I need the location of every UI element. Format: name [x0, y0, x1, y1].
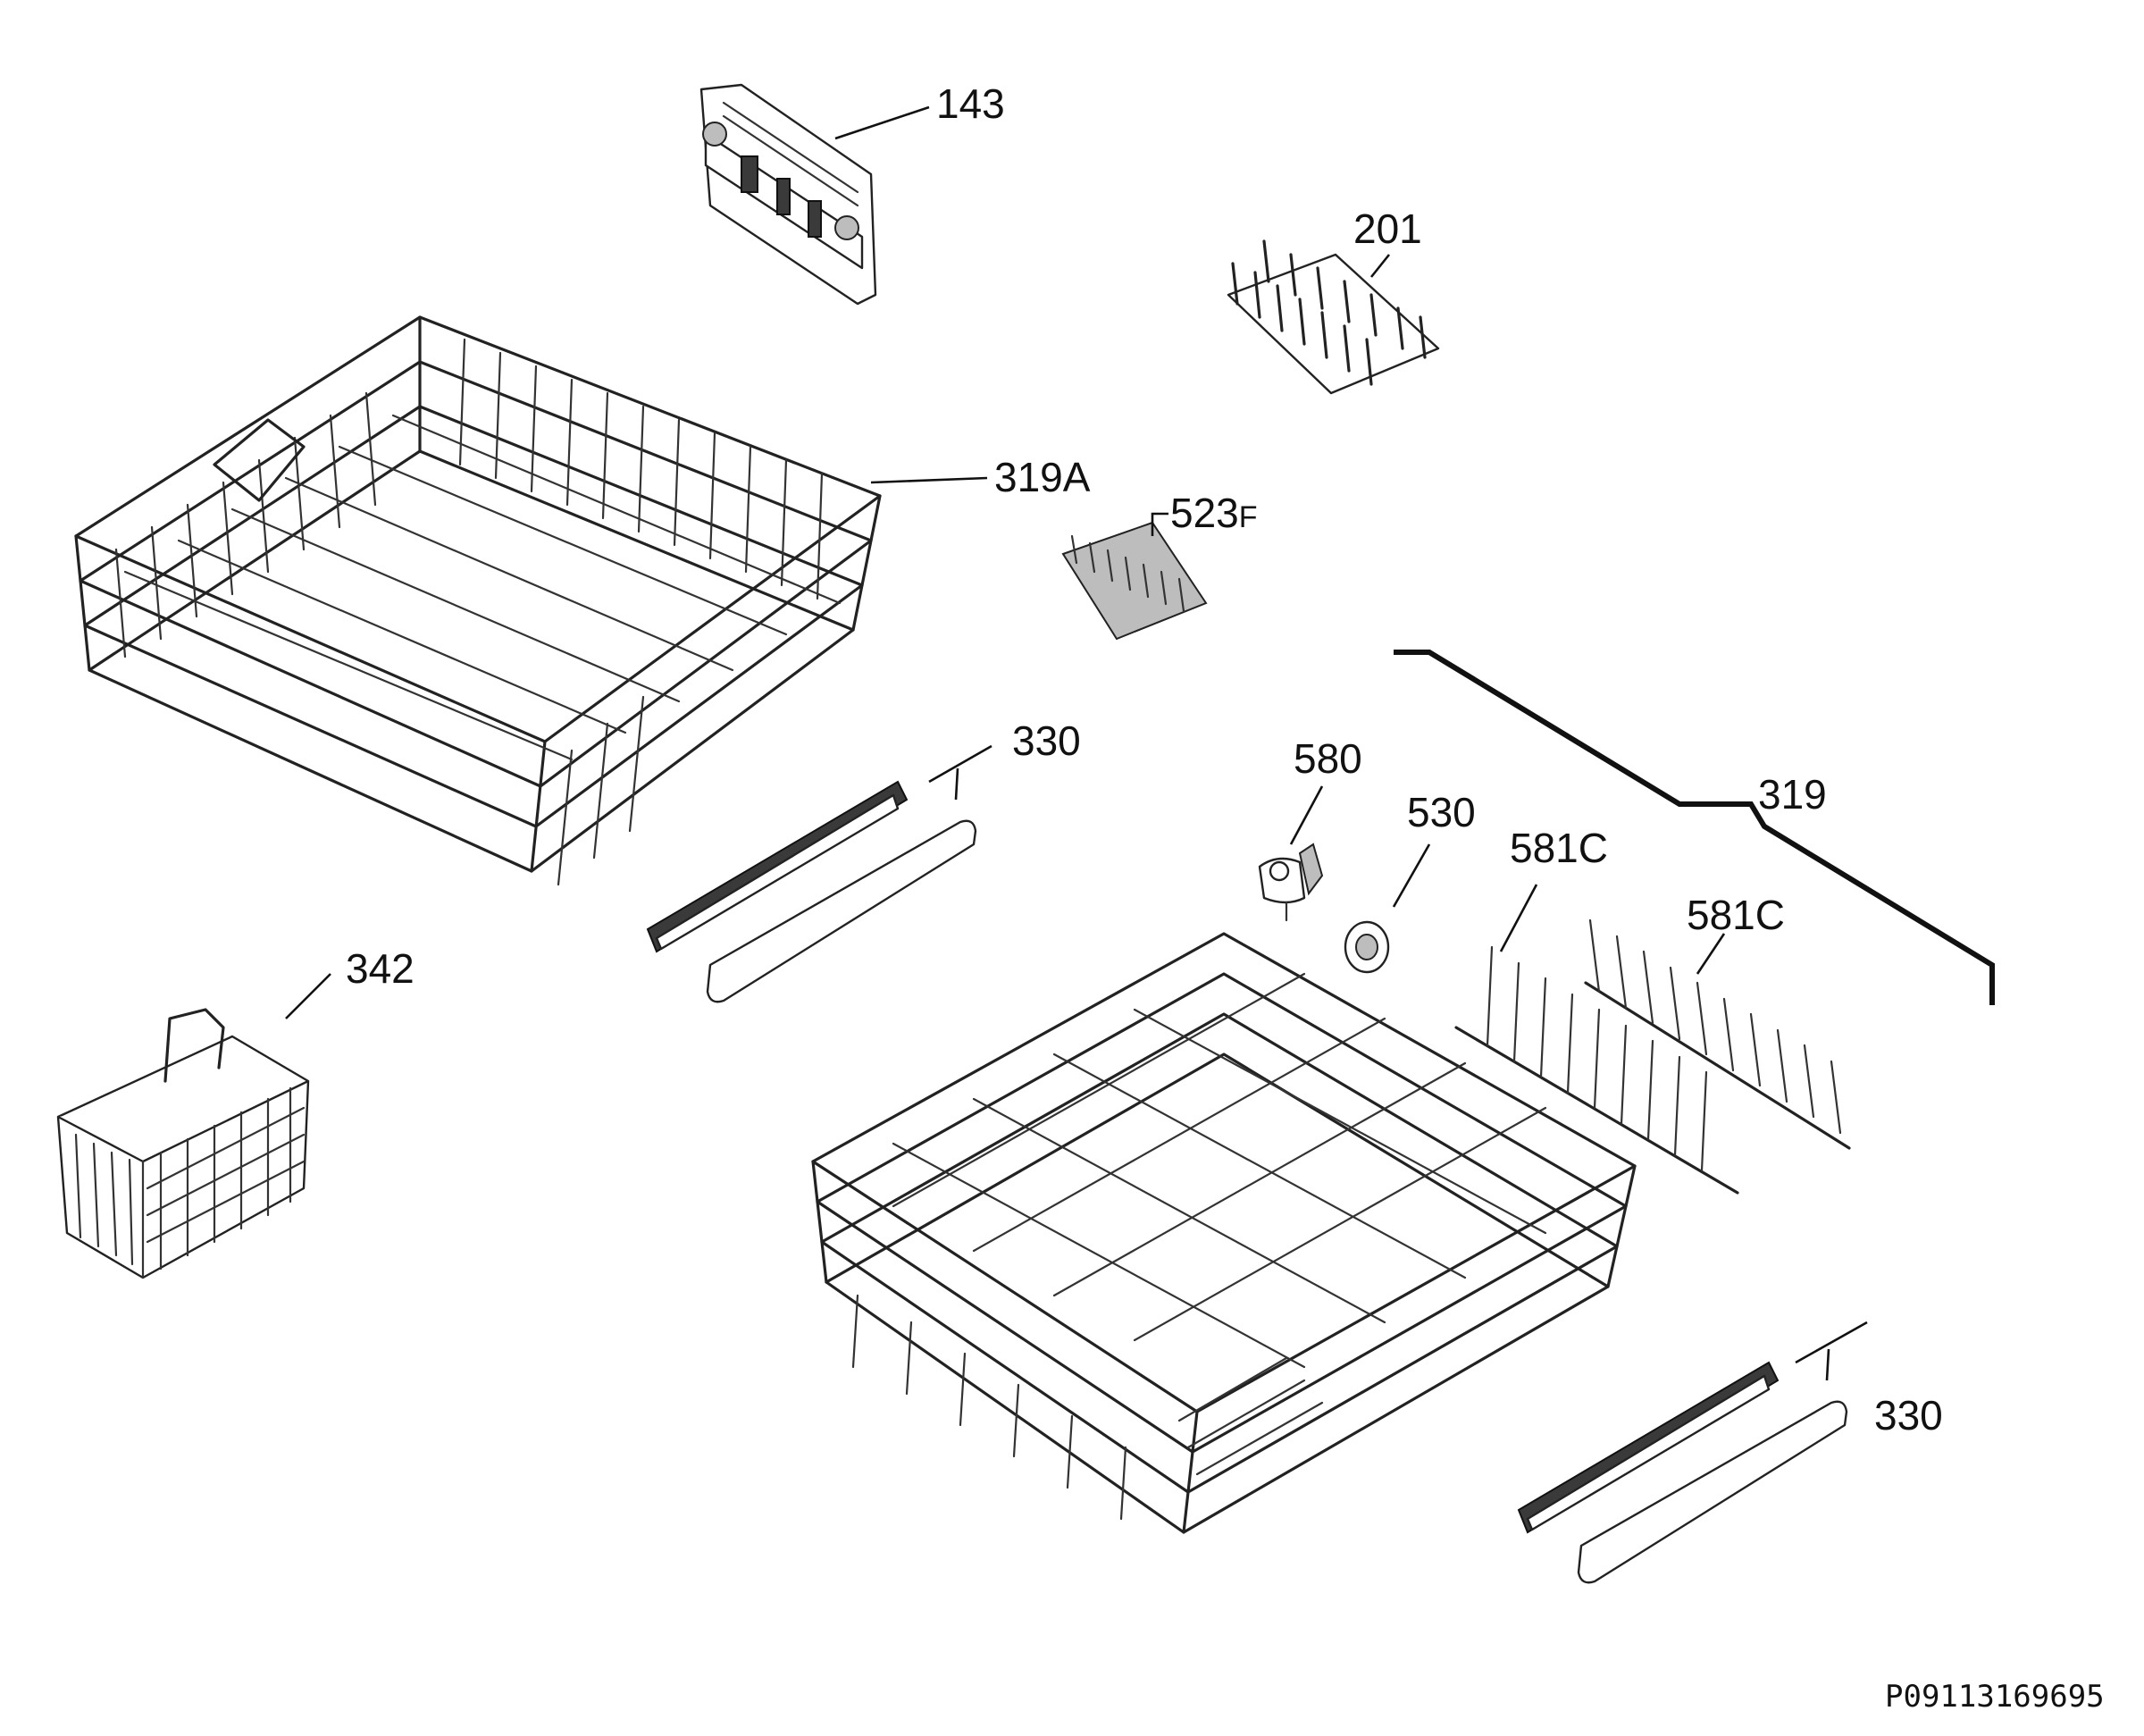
part-330-rail-upper[interactable] — [646, 780, 977, 1003]
leader-581C-right — [1696, 933, 1726, 975]
leader-523F — [1151, 512, 1168, 536]
part-581C-tine-row-left[interactable] — [1454, 945, 1739, 1195]
part-523F-clip-strip[interactable] — [1061, 521, 1208, 641]
callout-330-lower: 330 — [1874, 1392, 1943, 1438]
document-code: P09113169695 — [1885, 1679, 2105, 1715]
callout-530: 530 — [1407, 789, 1476, 835]
callout-319: 319 — [1758, 771, 1827, 818]
callout-201: 201 — [1353, 205, 1422, 252]
callout-580: 580 — [1294, 735, 1362, 782]
leader-143 — [834, 105, 930, 140]
part-342-cutlery-basket[interactable] — [56, 1008, 310, 1279]
callout-342: 342 — [346, 945, 415, 992]
callout-581C-left: 581C — [1510, 825, 1608, 871]
callout-143: 143 — [936, 80, 1005, 127]
callout-581C-right: 581C — [1687, 892, 1785, 938]
leader-581C-left — [1499, 884, 1538, 952]
callout-330-upper: 330 — [1012, 717, 1081, 764]
callout-523F-number: 523 — [1170, 490, 1239, 536]
leader-580 — [1289, 785, 1324, 845]
part-581C-tine-row-right[interactable] — [1584, 918, 1851, 1150]
leader-330-upper — [928, 744, 992, 801]
leader-530 — [1392, 843, 1431, 908]
part-330-rail-lower[interactable] — [1517, 1361, 1848, 1584]
leader-201 — [1369, 254, 1391, 278]
leader-342 — [285, 973, 331, 1019]
leader-319A — [870, 476, 988, 484]
part-530-wheel[interactable] — [1344, 920, 1390, 974]
bracket-319 — [1394, 650, 1995, 1005]
part-201-tine-insert[interactable] — [1227, 239, 1440, 395]
lower-basket[interactable] — [811, 932, 1637, 1534]
part-143-rail-bracket[interactable] — [699, 83, 877, 306]
part-319A-upper-basket[interactable] — [74, 315, 882, 886]
callout-523F-suffix: F — [1239, 500, 1258, 534]
callout-523F: 523F — [1170, 490, 1258, 536]
part-580-hub[interactable] — [1258, 843, 1324, 922]
callout-319A: 319A — [994, 454, 1091, 500]
leader-330-lower — [1795, 1321, 1868, 1381]
